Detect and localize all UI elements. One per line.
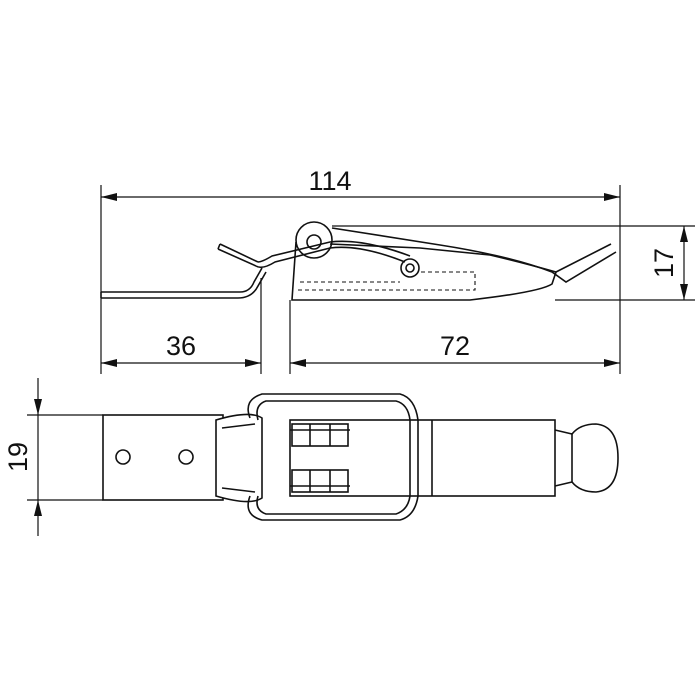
handle-tip xyxy=(554,423,619,493)
rivet-block-bottom xyxy=(291,469,349,493)
pivot-outer xyxy=(295,221,333,259)
hook-tip xyxy=(217,243,259,267)
lever-top-view xyxy=(289,419,556,497)
dimension-114: 114 xyxy=(100,166,621,300)
dimension-72: 72 xyxy=(289,300,621,374)
base-plate-top xyxy=(102,414,224,501)
wire-frame xyxy=(247,393,419,521)
spring-arm xyxy=(255,240,411,269)
lever-body xyxy=(291,241,558,301)
dimension-19: 19 xyxy=(3,378,103,536)
rivet-block-top xyxy=(291,423,349,447)
dim-label-72: 72 xyxy=(440,331,470,361)
mount-hole-right xyxy=(178,449,194,465)
pivot-inner xyxy=(306,234,322,250)
dim-label-19: 19 xyxy=(3,442,33,472)
dimension-36: 36 xyxy=(100,278,262,374)
top-view xyxy=(102,393,619,521)
dim-label-36: 36 xyxy=(166,331,196,361)
hook-top xyxy=(215,413,263,503)
roller-outer xyxy=(400,258,420,278)
dim-label-114: 114 xyxy=(308,166,351,196)
dimension-17: 17 xyxy=(332,225,695,301)
dim-label-17: 17 xyxy=(649,248,679,278)
base-plate-side xyxy=(100,267,267,299)
mount-hole-left xyxy=(115,449,131,465)
roller-inner xyxy=(405,263,415,273)
hidden-lines xyxy=(298,271,476,291)
side-view xyxy=(100,221,617,301)
lever-top xyxy=(331,227,617,283)
